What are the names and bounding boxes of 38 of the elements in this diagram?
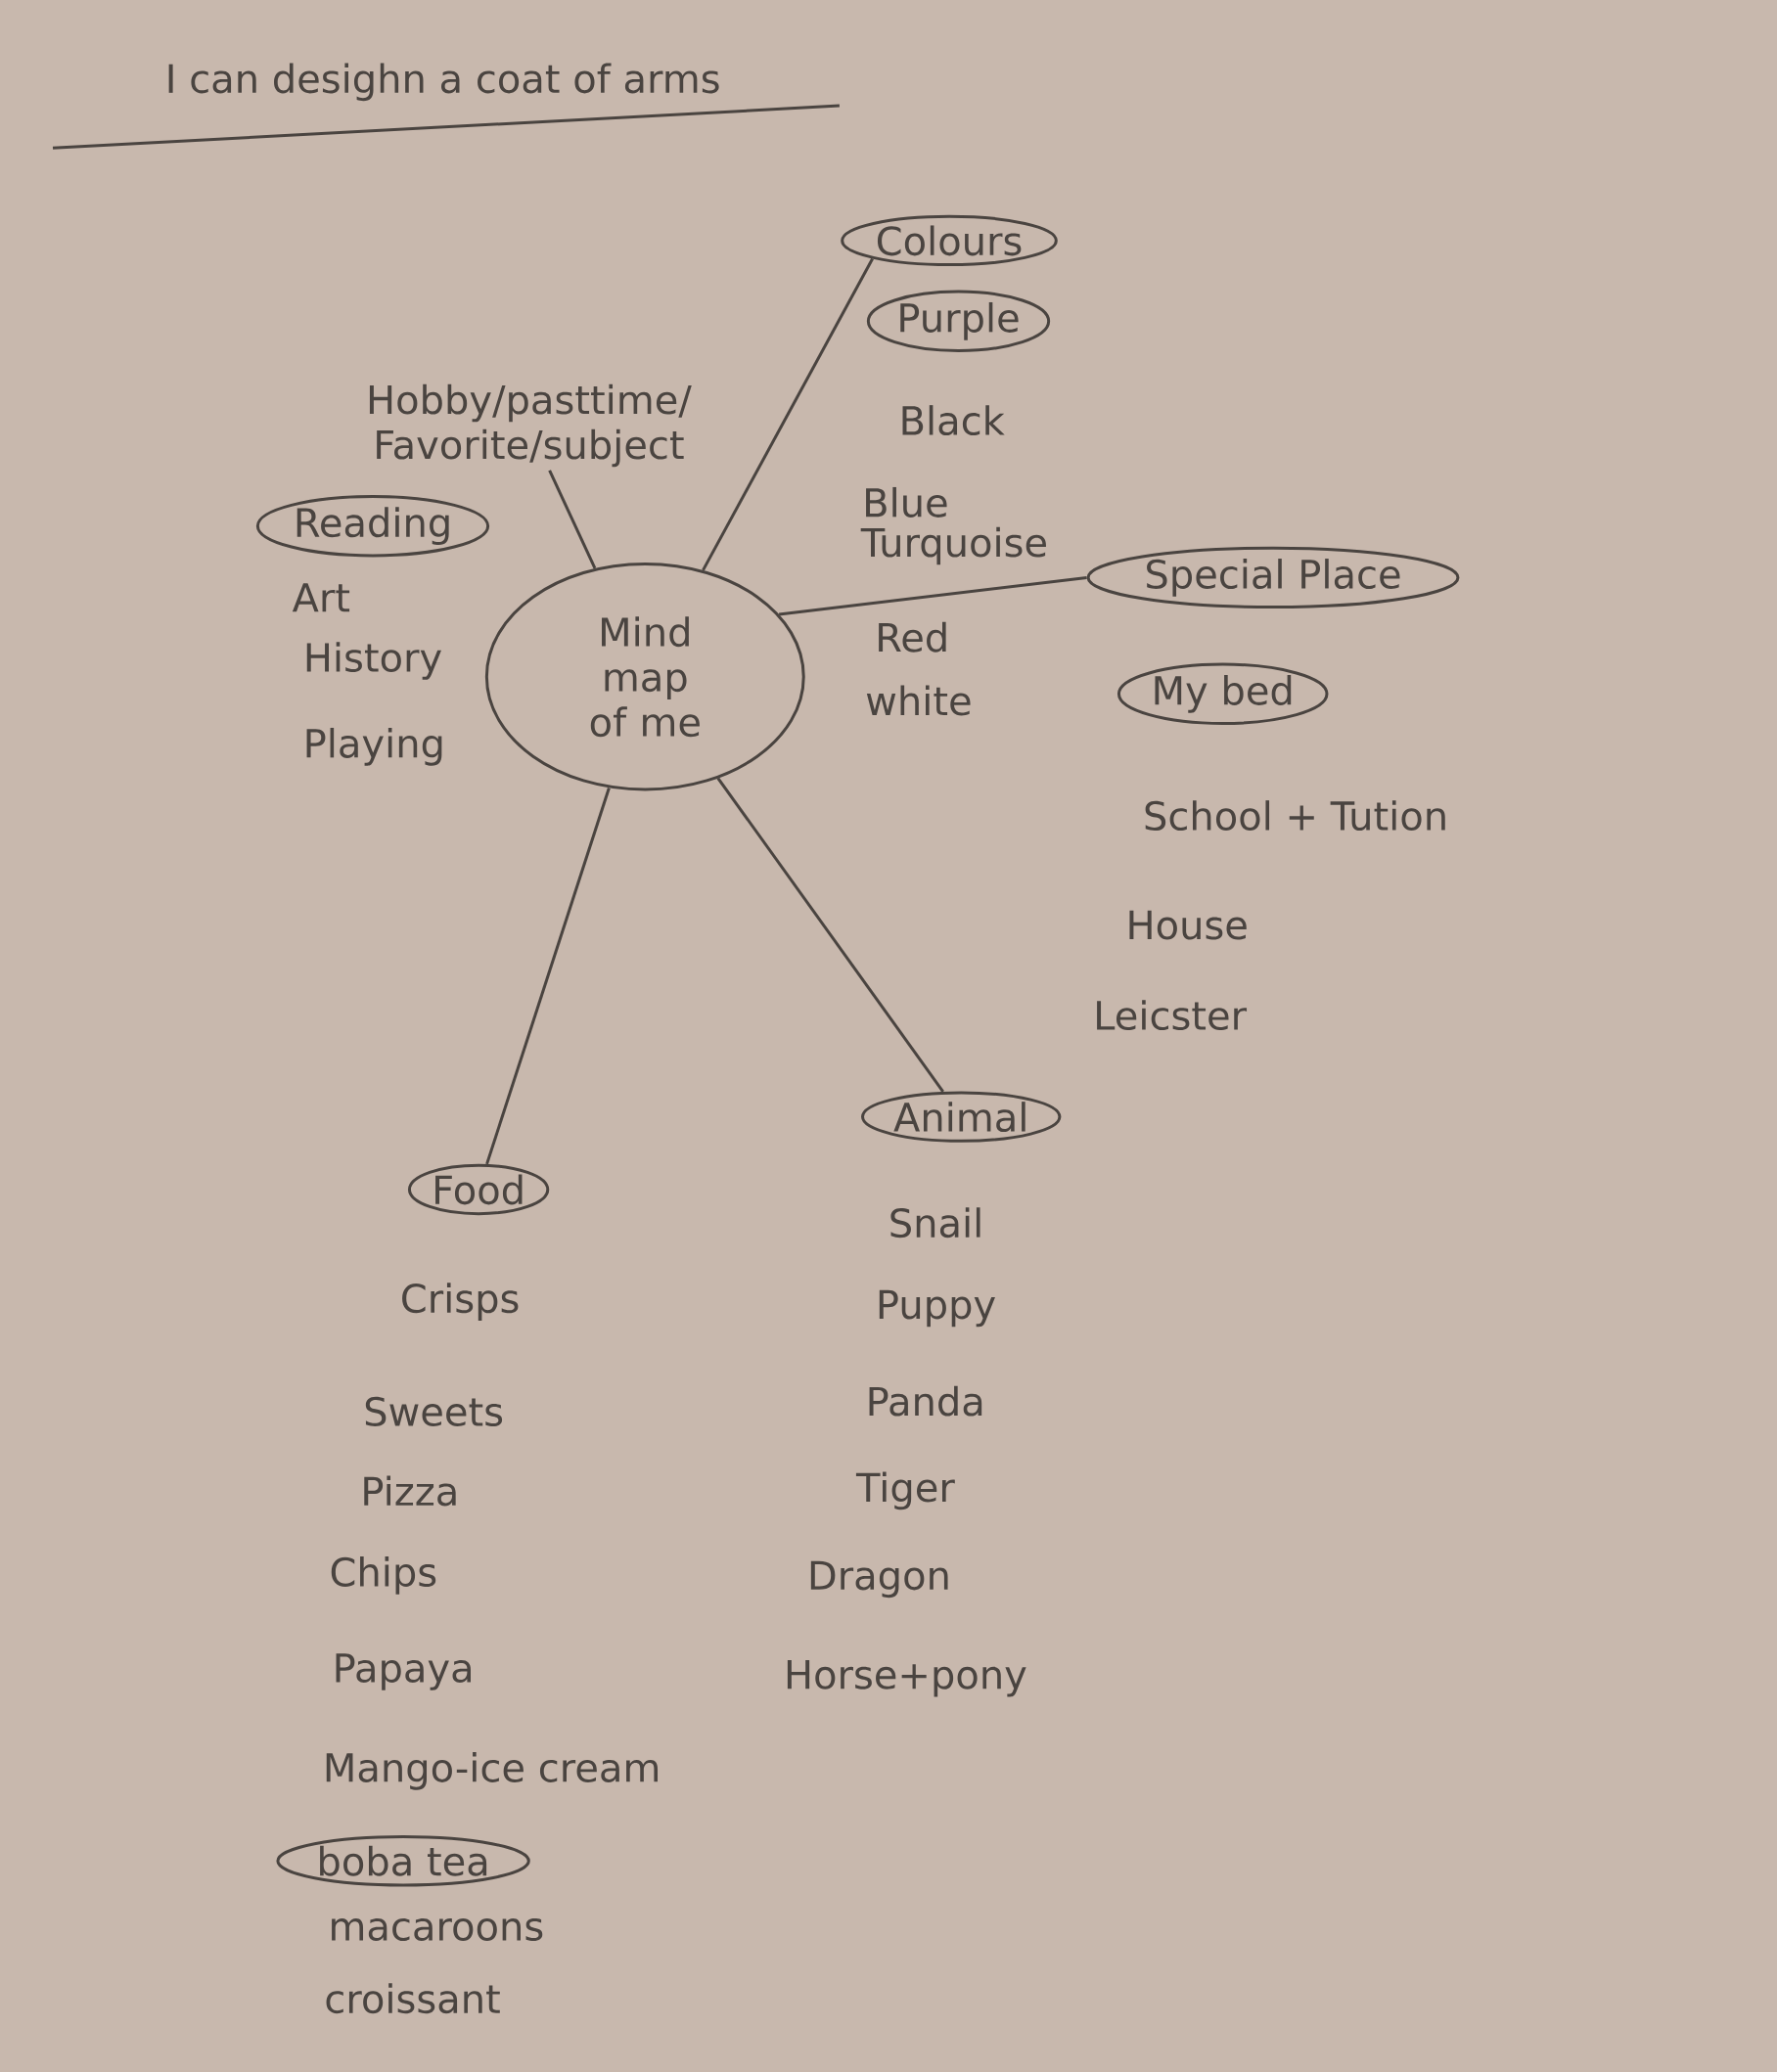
list-word: Dragon: [810, 1560, 948, 1599]
list-word: Chips: [331, 1556, 436, 1595]
list-word: History: [306, 642, 441, 680]
list-word: Crisps: [402, 1283, 519, 1322]
branch-line: [702, 257, 874, 571]
list-word: School + Tution: [1145, 800, 1445, 832]
branch-line: [548, 470, 597, 569]
list-word: Pizza: [364, 1475, 456, 1507]
list-word: Panda: [869, 1385, 982, 1417]
list-word: Playing: [306, 727, 442, 766]
list-word: Tiger: [855, 1471, 955, 1510]
circled-word: Food: [407, 1163, 550, 1216]
branch-line: [716, 777, 944, 1093]
branch-line: [778, 575, 1087, 616]
circled-word: boba tea: [276, 1835, 530, 1887]
circled-word: Purple: [866, 290, 1051, 352]
circled-word: My bed: [1116, 662, 1329, 725]
list-word: House: [1129, 910, 1247, 940]
list-word: Blue: [866, 486, 947, 518]
circled-word: Special Place: [1086, 546, 1460, 609]
list-word: Papaya: [336, 1653, 471, 1690]
list-word: Sweets: [365, 1396, 503, 1427]
list-word: Snail: [890, 1207, 980, 1239]
branch-line: [485, 787, 611, 1165]
circled-word: Colours: [841, 214, 1058, 267]
circled-word: Animal: [861, 1091, 1062, 1143]
circled-word: Reading: [255, 495, 490, 558]
list-word: white: [866, 685, 971, 716]
list-word: Mango-ice cream: [326, 1752, 658, 1790]
list-word: Horse+pony: [787, 1660, 1026, 1697]
branch-label: Hobby/pasttime/ Favorite/subject: [369, 383, 692, 468]
list-word: Leicster: [1097, 1000, 1248, 1031]
list-word: croissant: [326, 1983, 500, 2014]
list-word: Turquoise: [860, 526, 1046, 565]
list-word: Black: [902, 405, 1005, 436]
list-word: Puppy: [879, 1289, 995, 1328]
list-word: Red: [879, 621, 946, 653]
title: I can desighn a coat of arms: [168, 63, 719, 102]
